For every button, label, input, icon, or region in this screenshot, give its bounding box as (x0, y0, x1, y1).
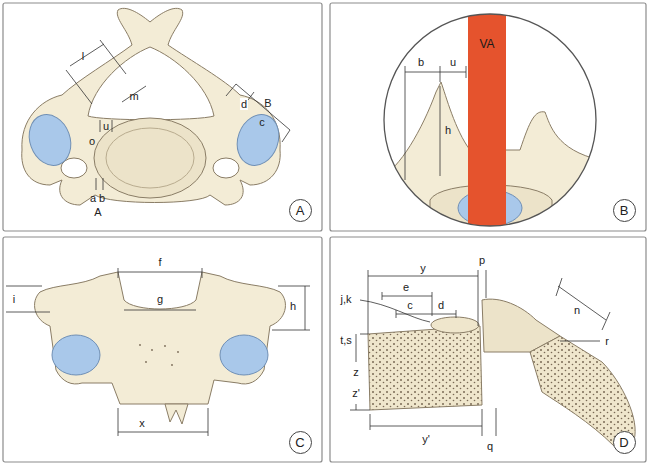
node-text: D (619, 435, 628, 450)
node-text: B (620, 203, 629, 218)
dimension-letter: B (264, 97, 271, 109)
dimension-letter: l (82, 50, 84, 62)
dimension-letter: p (479, 254, 485, 266)
node-text: VA (479, 37, 494, 51)
dimension-letter: c (259, 116, 265, 128)
panel-letter: B (613, 199, 636, 222)
dimension-letter: u (103, 120, 109, 132)
dimension-letter: z' (352, 387, 360, 399)
dimension-letter: e (403, 281, 409, 293)
dimension-letter: f (158, 256, 161, 268)
dimension-letter: t,s (340, 334, 352, 346)
panel-letter: C (289, 431, 312, 454)
panel-letter: D (613, 431, 636, 454)
dimension-letter: x (139, 417, 145, 429)
dimension-letter: y (420, 262, 426, 274)
dimension-letter: r (605, 335, 609, 347)
dimension-letter: a (90, 192, 96, 204)
dimension-letter: y' (422, 433, 430, 445)
dimension-letter: z (353, 366, 359, 378)
dimension-letter: j,k (341, 293, 352, 305)
dimension-letter: b (99, 192, 105, 204)
panel-letter: A (289, 199, 312, 222)
dimension-letter: i (13, 293, 15, 305)
node-text: C (295, 435, 304, 450)
node-text: A (296, 203, 305, 218)
dimension-letter: h (445, 124, 451, 136)
dimension-letter: c (407, 299, 413, 311)
dimension-letter: h (290, 300, 296, 312)
dimension-letter: d (438, 299, 444, 311)
dimension-letter: m (129, 90, 138, 102)
dimension-letter: b (418, 56, 424, 68)
dimension-letter: n (574, 304, 580, 316)
dimension-letter: A (94, 206, 101, 218)
dimension-letter: g (157, 293, 163, 305)
vessel-band: VA (476, 35, 497, 53)
dimension-letter: u (450, 56, 456, 68)
dimension-letter: d (240, 98, 248, 110)
dimension-letter: o (89, 135, 95, 147)
dimension-letter: q (487, 440, 493, 452)
